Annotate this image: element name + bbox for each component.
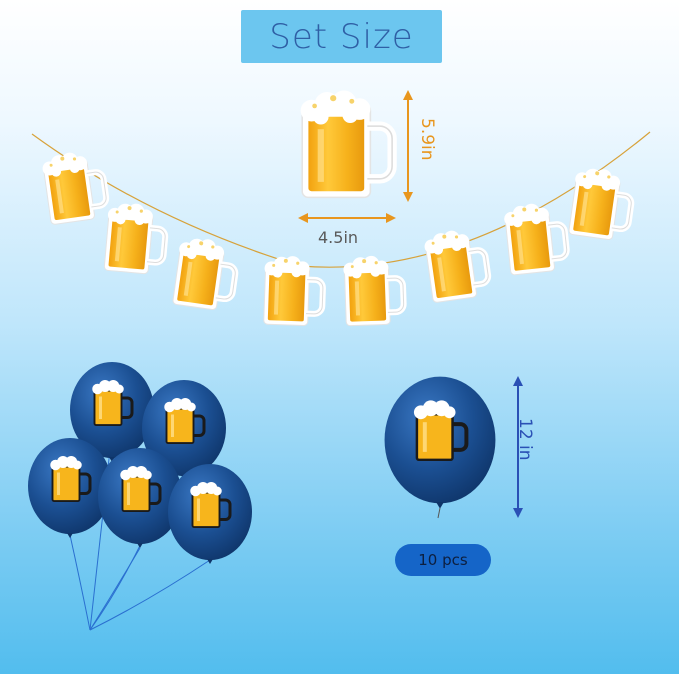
beer-mug-icon <box>263 255 324 326</box>
beer-mug-icon <box>343 255 404 326</box>
beer-mug-icon <box>503 201 569 276</box>
arrow-icon <box>403 90 413 202</box>
mug-width-label: 4.5in <box>318 228 359 247</box>
balloon-size-label: 12 in <box>515 418 535 461</box>
beer-mug-icon <box>301 90 392 197</box>
balloon-count-text: 10 pcs <box>418 551 468 569</box>
title-badge: Set Size <box>241 10 442 63</box>
arrow-icon <box>513 376 523 518</box>
balloon-icon <box>385 377 496 509</box>
mug-height-label: 5.9in <box>417 118 437 161</box>
beer-mug-icon <box>103 201 168 275</box>
balloon-count-badge: 10 pcs <box>395 544 491 576</box>
beer-mug-icon <box>41 148 109 225</box>
beer-mug-icon <box>172 235 240 312</box>
beer-mug-icon <box>423 226 491 303</box>
beer-mug-icon <box>568 165 636 242</box>
title-text: Set Size <box>269 16 414 57</box>
balloon-icon <box>96 446 184 550</box>
arrow-icon <box>298 213 396 223</box>
balloon-icon <box>166 462 254 566</box>
